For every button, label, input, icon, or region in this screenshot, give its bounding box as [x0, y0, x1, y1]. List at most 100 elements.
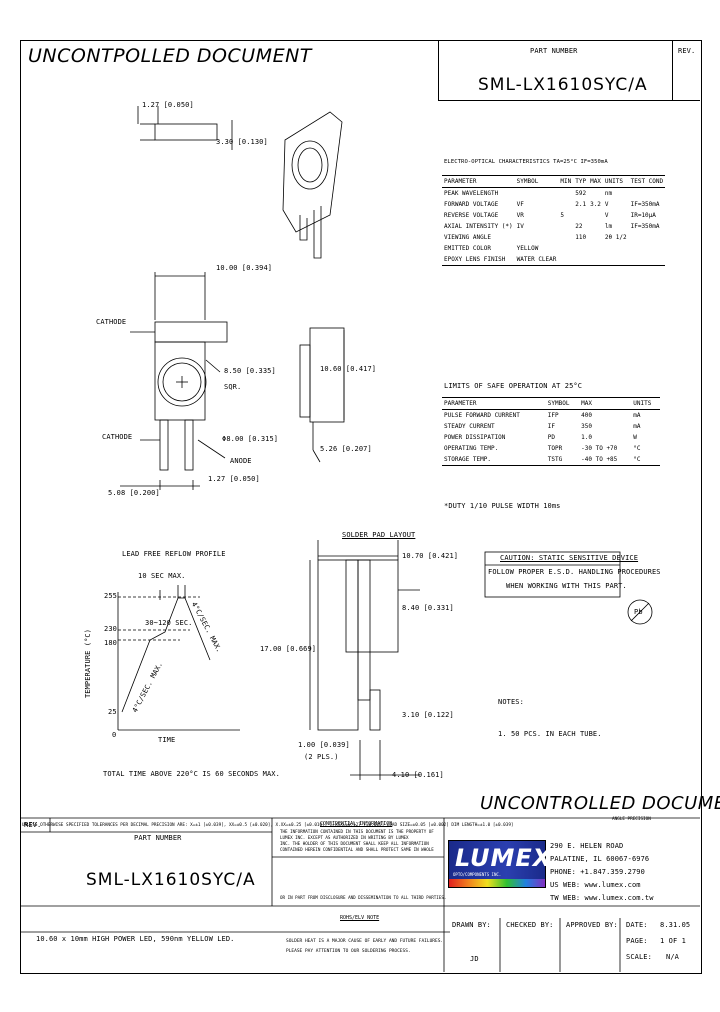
part-number: SML-LX1610SYC/A [478, 75, 648, 95]
dim-d8: 10.60 [0.417] [320, 365, 377, 373]
tolerance-angle: ANGLE PRECISION [612, 817, 651, 822]
rohs-line: PLEASE PAY ATTENTION TO OUR SOLDERING PR… [286, 949, 411, 954]
drawn-label: DRAWN BY: [452, 921, 491, 929]
dim-d6: 1.27 [0.050] [208, 475, 260, 483]
reflow-tick: 180 [104, 639, 117, 647]
address-line: PHONE: +1.847.359.2790 [550, 868, 645, 876]
note-1: 1. 50 PCS. IN EACH TUBE. [498, 730, 602, 738]
label-cathode-1: CATHODE [96, 318, 127, 326]
conf-line: CONTAINED HEREIN CONFIDENTIAL AND SHALL … [280, 847, 434, 852]
eo-header: SYMBOL [514, 175, 559, 188]
eo-header: MAX [588, 175, 603, 188]
pad-d3: 17.00 [0.669] [260, 645, 317, 653]
rev-label: REV. [678, 47, 696, 55]
description: 10.60 x 10mm HIGH POWER LED, 590nm YELLO… [36, 935, 235, 943]
dim-d2: 3.30 [0.130] [216, 138, 268, 146]
address-line: PALATINE, IL 60067-6976 [550, 855, 650, 863]
eo-header: MIN [558, 175, 574, 188]
lim-header: PARAMETER [442, 397, 546, 410]
label-cathode-2: CATHODE [102, 433, 133, 441]
sheet-border [20, 40, 702, 974]
reflow-tick: 230 [104, 625, 117, 633]
checked-label: CHECKED BY: [506, 921, 554, 929]
drawn-value: JD [470, 955, 479, 963]
side-view [299, 327, 345, 463]
lim-header: UNITS [631, 397, 660, 410]
pb-free-label: Pb [634, 608, 643, 616]
pad-d2: 8.40 [0.331] [402, 604, 454, 612]
pad-d4: 3.10 [0.122] [402, 711, 454, 719]
dim-d4: 8.50 [0.335] [224, 367, 276, 375]
label-sqr: SQR. [224, 383, 242, 391]
notes-title: NOTES: [498, 698, 524, 706]
approved-label: APPROVED BY: [566, 921, 618, 929]
reflow-seg1: 30~120 SEC. [145, 619, 193, 627]
eo-header: TYP [573, 175, 589, 188]
pad-d5: 1.00 [0.039] [298, 741, 350, 749]
reflow-tick: 25 [108, 708, 117, 716]
page-value: 1 OF 1 [660, 937, 686, 945]
conf-line: OR IN PART FROM DISCLOSURE AND DISSEMINA… [280, 895, 447, 900]
tb-part-label: PART NUMBER [134, 834, 182, 842]
pad-d7: 4.10 [0.161] [392, 771, 444, 779]
iso-view [137, 106, 343, 259]
reflow-tick: 255 [104, 592, 117, 600]
tb-part: SML-LX1610SYC/A [86, 870, 256, 890]
conf-line: THE INFORMATION CONTAINED IN THIS DOCUME… [280, 829, 434, 834]
address-line: US WEB: www.lumex.com [550, 881, 641, 889]
esd-line-2: FOLLOW PROPER E.S.D. HANDLING PROCEDURES [488, 568, 661, 576]
lim-table-title: LIMITS OF SAFE OPERATION AT 25°C [444, 382, 583, 390]
lim-note: *DUTY 1/10 PULSE WIDTH 10ms [444, 502, 561, 510]
scale-label: SCALE: [626, 953, 652, 961]
dim-d9: 5.26 [0.207] [320, 445, 372, 453]
reflow-xlabel: TIME [158, 736, 176, 744]
dim-d7: 5.08 [0.200] [108, 489, 160, 497]
esd-line-3: WHEN WORKING WITH THIS PART. [506, 582, 627, 590]
dim-d3: 10.00 [0.394] [216, 264, 273, 272]
reflow-tick: 0 [112, 731, 117, 739]
label-anode: ANODE [230, 457, 252, 465]
eo-header: TEST COND [628, 175, 666, 188]
uncontrolled-title: UNCONTPOLLED DOCUMENT [28, 45, 312, 67]
conf-line: INC. THE HOLDER OF THIS DOCUMENT SHALL K… [280, 841, 429, 846]
reflow-note: TOTAL TIME ABOVE 220°C IS 60 SECONDS MAX… [103, 770, 280, 778]
lim-header: MAX [579, 397, 632, 410]
solder-pad [309, 540, 420, 780]
pad-d6: (2 PLS.) [304, 753, 339, 761]
lumex-logo: LUMEX OPTO/COMPONENTS INC. [448, 840, 551, 888]
conf-line: LUMEX INC. EXCEPT AS AUTHORIZED IN WRITI… [280, 835, 409, 840]
eo-table: PARAMETER SYMBOL MIN TYP MAX UNITS TEST … [442, 175, 666, 266]
rohs-title: ROHS/ELV NOTE [340, 915, 380, 921]
esd-line-1: CAUTION: STATIC SENSITIVE DEVICE [500, 554, 639, 562]
address-line: TW WEB: www.lumex.com.tw [550, 894, 654, 902]
date-value: 8.31.05 [660, 921, 691, 929]
part-number-label: PART NUMBER [530, 47, 578, 55]
pb-free-icon [627, 599, 653, 625]
front-view [120, 272, 228, 490]
pad-d1: 10.70 [0.421] [402, 552, 459, 560]
pad-title: SOLDER PAD LAYOUT [342, 531, 416, 539]
conf-title: CONFIDENTIAL INFORMATION [320, 821, 393, 827]
lim-table: PARAMETER SYMBOL MAX UNITS PULSE FORWARD… [442, 397, 660, 466]
scale-value: N/A [666, 953, 679, 961]
date-label: DATE: [626, 921, 648, 929]
lim-row: OPERATING TEMP.TOPR-30 TO +70°C [444, 445, 641, 452]
dim-d1: 1.27 [0.050] [142, 101, 194, 109]
uncontrolled-footer: UNCONTROLLED DOCUMENT [480, 793, 720, 814]
reflow-title: LEAD FREE REFLOW PROFILE [122, 550, 226, 558]
address-line: 290 E. HELEN ROAD [550, 842, 624, 850]
tb-rev-label: REV. [24, 821, 42, 829]
lim-header: SYMBOL [545, 397, 580, 410]
dim-d5: Φ8.00 [0.315] [222, 435, 279, 443]
lim-row: STORAGE TEMP.TSTG-40 TO +85°C [442, 454, 660, 466]
